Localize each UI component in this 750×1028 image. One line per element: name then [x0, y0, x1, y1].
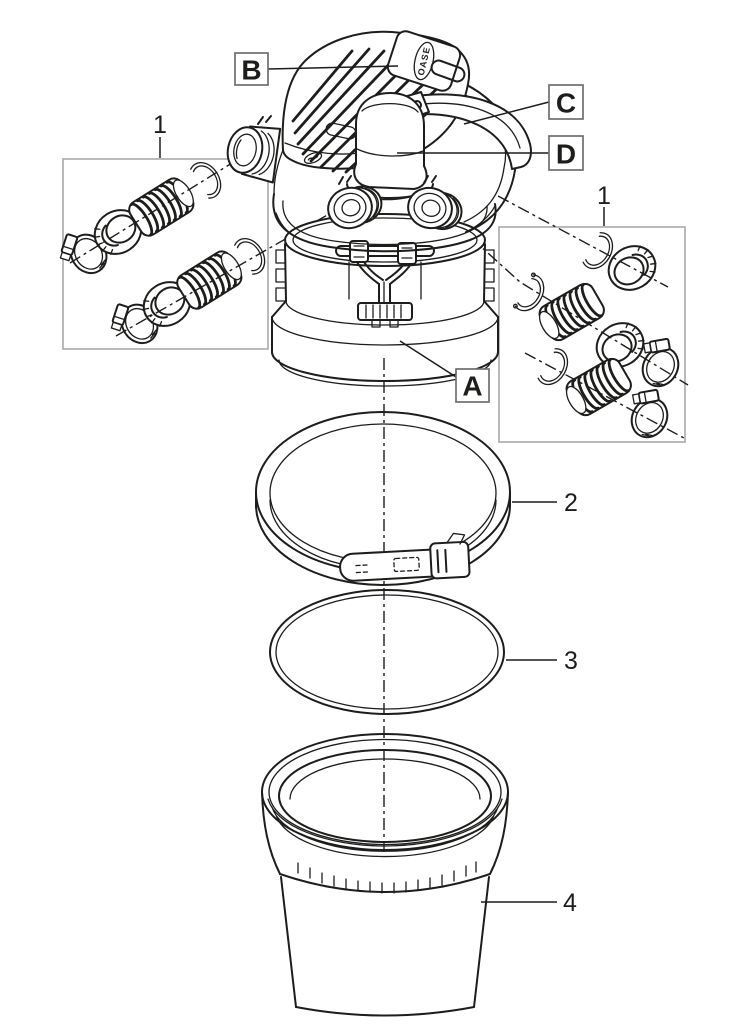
- part-number-2: 2: [564, 489, 578, 517]
- filter-body: [271, 213, 499, 387]
- inlet-port-left: [226, 125, 282, 184]
- clamp-ring: [255, 411, 511, 586]
- callout-box-b: [234, 52, 269, 86]
- part-number-1-left: 1: [153, 111, 167, 139]
- outlet-port-front-left: [327, 185, 383, 230]
- part-number-4: 4: [563, 889, 577, 917]
- y-connector: [335, 240, 435, 328]
- head-flange: [272, 193, 497, 253]
- axis-left-upper: [69, 146, 259, 264]
- filter-head: OASE: [226, 30, 532, 253]
- part-number-1-right: 1: [597, 182, 611, 210]
- container-thread-ticks: [297, 861, 477, 894]
- part-number-3: 3: [564, 647, 578, 675]
- callout-letter-c: C: [556, 88, 576, 119]
- small-logo-icon: [303, 151, 323, 165]
- callout-box-a: [455, 368, 490, 403]
- filter-container: [261, 733, 509, 1017]
- outlet-port-front-right: [407, 186, 463, 231]
- leader-line-b: [267, 65, 399, 70]
- valve-knob: [346, 92, 434, 201]
- hose-connection-kit-left: [49, 156, 272, 356]
- callout-box-d: [548, 135, 584, 171]
- side-lugs: [275, 249, 495, 302]
- hose-connection-kit-right: [498, 226, 691, 445]
- callout-letter-b: B: [241, 55, 261, 86]
- callout-letter-a: A: [462, 371, 482, 402]
- leader-line-a: [399, 340, 457, 378]
- axis-right-top: [497, 195, 669, 288]
- callout-box-c: [548, 84, 584, 120]
- axis-right-bottom: [524, 352, 685, 439]
- leader-line-c: [463, 101, 550, 125]
- sealing-ring: [269, 589, 505, 715]
- cover-vent-slot: [430, 59, 466, 83]
- part-number-labels: 1 1 2 3 4: [153, 111, 611, 917]
- callout-labels: B C D A: [234, 52, 584, 403]
- callout-letter-d: D: [556, 139, 576, 170]
- clamp-ring-latch: [339, 532, 471, 582]
